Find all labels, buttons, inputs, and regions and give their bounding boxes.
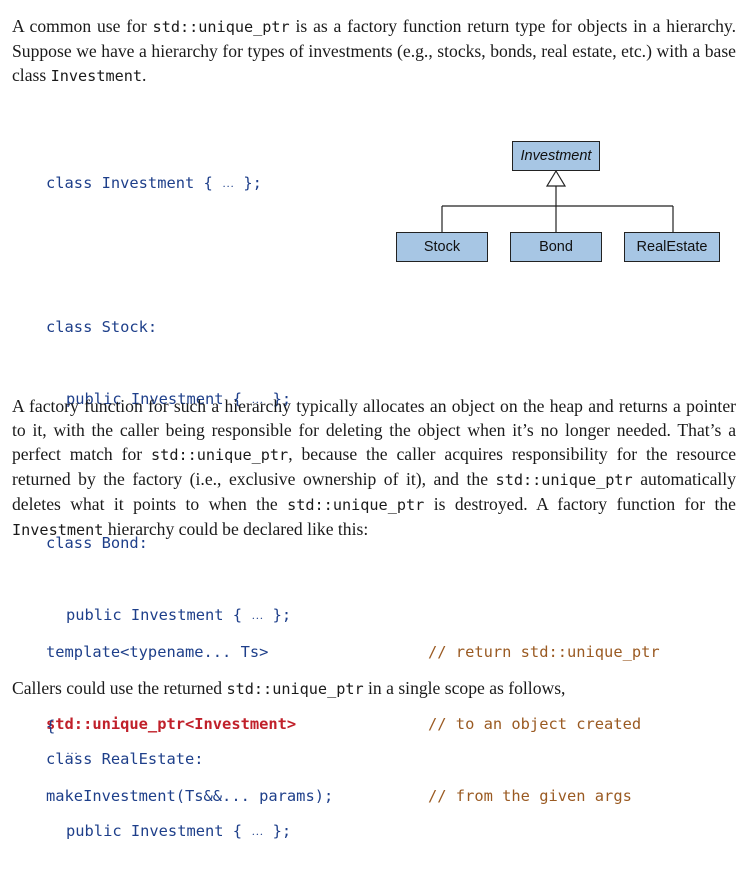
- code-line-realestate: class RealEstate:: [46, 750, 204, 768]
- factory-paragraph: A factory function for such a hierarchy …: [12, 396, 736, 539]
- intro-text-2: is as a factory function return type for…: [12, 16, 736, 85]
- diagram-box-bond: Bond: [510, 232, 602, 262]
- code-line-stock: class Stock:: [46, 318, 158, 336]
- code-line-stock-base: public Investment { … };: [66, 390, 292, 408]
- intro-text-3: .: [142, 65, 147, 85]
- scope-ellipsis: …: [66, 743, 78, 757]
- factory-code-template: template<typename... Ts>: [46, 643, 269, 661]
- code-line-investment: class Investment { … };: [46, 174, 262, 192]
- intro-paragraph: A common use for std::unique_ptr is as a…: [12, 14, 736, 88]
- callers-paragraph: Callers could use the returned std::uniq…: [12, 678, 566, 698]
- code-line-bond-base: public Investment { … };: [66, 606, 292, 624]
- book-page: A common use for std::unique_ptr is as a…: [12, 14, 736, 840]
- diagram-connectors: [441, 169, 674, 232]
- inheritance-arrow-icon: [545, 169, 567, 187]
- scope-code: { …: [46, 714, 78, 762]
- intro-code-unique-ptr: std::unique_ptr: [152, 18, 290, 36]
- intro-code-investment: Investment: [50, 67, 143, 85]
- code-line-bond: class Bond:: [46, 534, 148, 552]
- factory-comment-3: // from the given args: [428, 787, 632, 805]
- diagram-box-stock: Stock: [396, 232, 488, 262]
- scope-open-brace: {: [46, 717, 56, 735]
- factory-comment-2: // to an object created: [428, 715, 642, 733]
- diagram-box-investment: Investment: [512, 141, 600, 171]
- intro-text-1: A common use for: [12, 16, 153, 36]
- class-diagram: Investment Stock Bond RealEstate: [390, 140, 736, 268]
- factory-code-return-type: std::unique_ptr<Investment>: [46, 715, 297, 733]
- factory-comment-1: // return std::unique_ptr: [428, 643, 660, 661]
- diagram-box-realestate: RealEstate: [624, 232, 720, 262]
- factory-code-signature: makeInvestment(Ts&&... params);: [46, 787, 334, 805]
